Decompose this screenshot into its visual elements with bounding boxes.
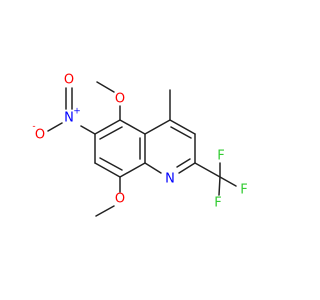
bond bbox=[219, 176, 237, 187]
charge-plus: + bbox=[73, 107, 81, 117]
bond bbox=[80, 125, 96, 135]
atom-n-ring: N bbox=[165, 172, 175, 187]
bond bbox=[218, 176, 221, 196]
bond bbox=[144, 119, 171, 135]
atom-labels: O O O O - N + N F F F bbox=[32, 73, 247, 211]
bond bbox=[119, 119, 146, 135]
bond bbox=[119, 162, 146, 178]
bond bbox=[144, 162, 162, 174]
bond bbox=[99, 157, 123, 171]
charge-minus: - bbox=[32, 122, 35, 132]
atom-f-top: F bbox=[217, 149, 224, 164]
bond bbox=[94, 162, 121, 178]
atom-o-methoxy-top: O bbox=[115, 92, 125, 107]
bond bbox=[96, 81, 115, 93]
atom-f-right: F bbox=[240, 183, 247, 198]
atom-o-methoxy-bottom: O bbox=[115, 192, 125, 207]
atom-o-nitro-minus: O bbox=[35, 128, 45, 143]
atom-n-nitro: N bbox=[64, 111, 74, 126]
bond bbox=[194, 162, 221, 178]
bond bbox=[169, 119, 196, 135]
bond bbox=[176, 158, 191, 168]
bond bbox=[178, 162, 196, 174]
atom-o-nitro-upper: O bbox=[64, 73, 74, 88]
bond bbox=[95, 205, 115, 217]
atom-f-left: F bbox=[214, 196, 221, 211]
bond bbox=[94, 119, 121, 135]
structure-canvas: O O O O - N + N F F F bbox=[32, 73, 248, 217]
bond bbox=[47, 122, 63, 132]
bond bbox=[170, 126, 192, 139]
molecule-structure: O O O O - N + N F F F bbox=[32, 73, 248, 217]
bond-group bbox=[47, 81, 237, 217]
bond bbox=[99, 126, 123, 140]
